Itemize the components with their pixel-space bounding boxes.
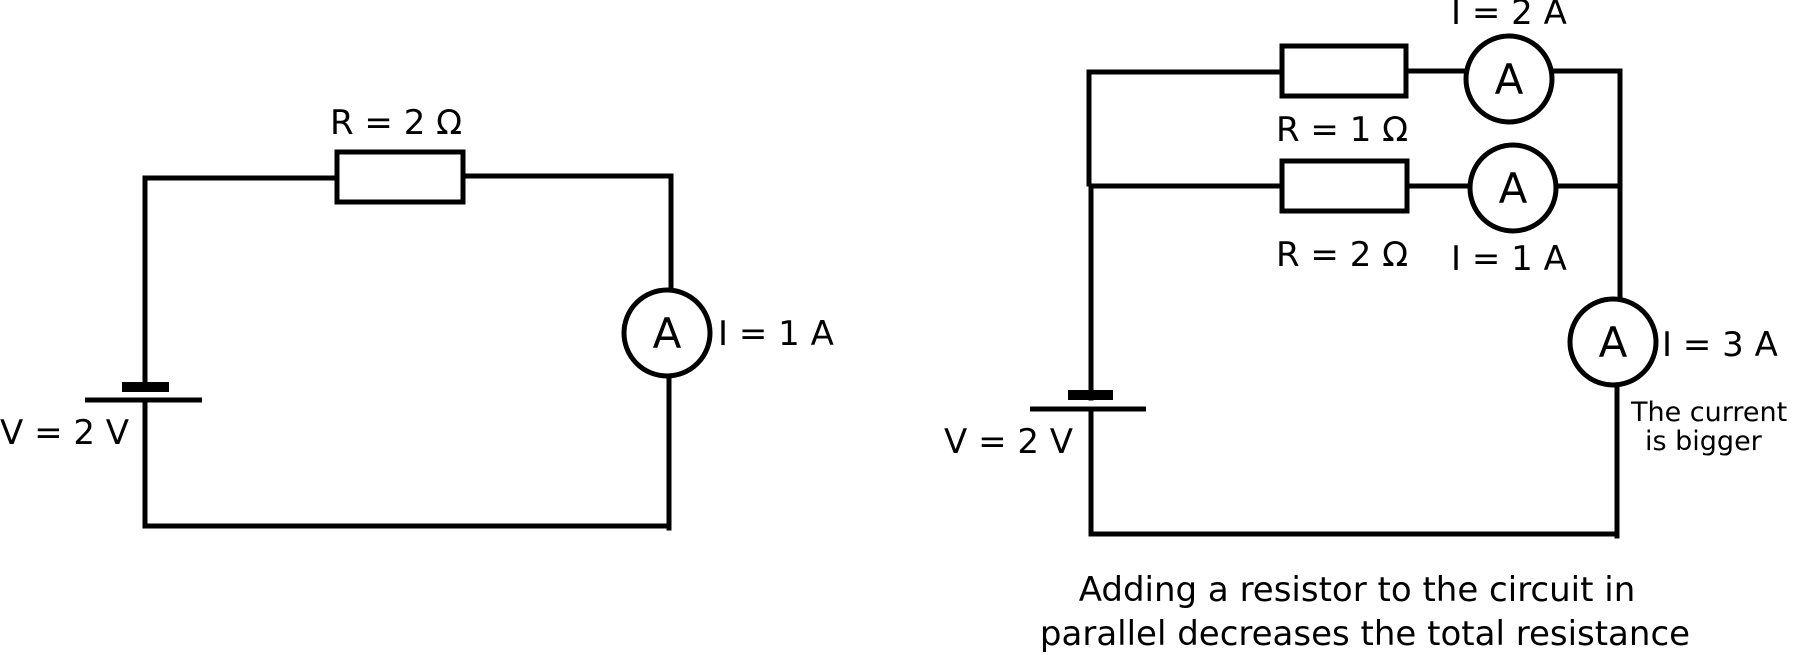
right-main-ammeter-symbol: A — [1599, 318, 1628, 367]
left-resistor-label: R = 2 Ω — [330, 103, 462, 143]
right-top-ammeter — [1463, 33, 1555, 125]
left-current-label: I = 1 A — [718, 314, 834, 354]
right-top-resistor-label: R = 1 Ω — [1276, 110, 1408, 150]
left-wire-bottom — [142, 397, 672, 529]
right-wire-bottom — [1088, 407, 1620, 537]
left-ammeter — [621, 287, 713, 379]
left-wire-top-left — [142, 175, 340, 391]
right-bottom-ammeter — [1467, 142, 1559, 234]
left-resistor — [334, 149, 466, 205]
right-top-current-label: I = 2 A — [1451, 0, 1567, 33]
right-bottom-current-label: I = 1 A — [1451, 239, 1567, 279]
right-bottom-resistor-label: R = 2 Ω — [1276, 235, 1408, 275]
right-voltage-label: V = 2 V — [944, 422, 1073, 462]
right-bottom-resistor — [1279, 158, 1410, 214]
right-top-ammeter-symbol: A — [1495, 55, 1524, 104]
caption-line-2: parallel decreases the total resistance — [1040, 614, 1690, 654]
left-ammeter-symbol: A — [653, 309, 682, 358]
right-note-line-1: The current — [1630, 397, 1787, 428]
right-circuit: A I = 2 A R = 1 Ω A R = 2 Ω I = 1 A A I … — [944, 0, 1787, 654]
right-wire-left-rail — [1086, 69, 1285, 187]
right-main-current-label: I = 3 A — [1662, 325, 1778, 365]
right-note-line-2: is bigger — [1645, 426, 1763, 457]
left-voltage-label: V = 2 V — [0, 413, 129, 453]
left-wire-top-right — [460, 173, 674, 293]
caption-line-1: Adding a resistor to the circuit in — [1079, 570, 1636, 610]
right-main-ammeter — [1567, 296, 1659, 388]
left-circuit: R = 2 Ω V = 2 V A I = 1 A — [0, 103, 834, 531]
right-top-resistor — [1279, 43, 1409, 99]
right-top-branch-wire-right — [1548, 68, 1623, 189]
right-bottom-ammeter-symbol: A — [1499, 164, 1528, 213]
